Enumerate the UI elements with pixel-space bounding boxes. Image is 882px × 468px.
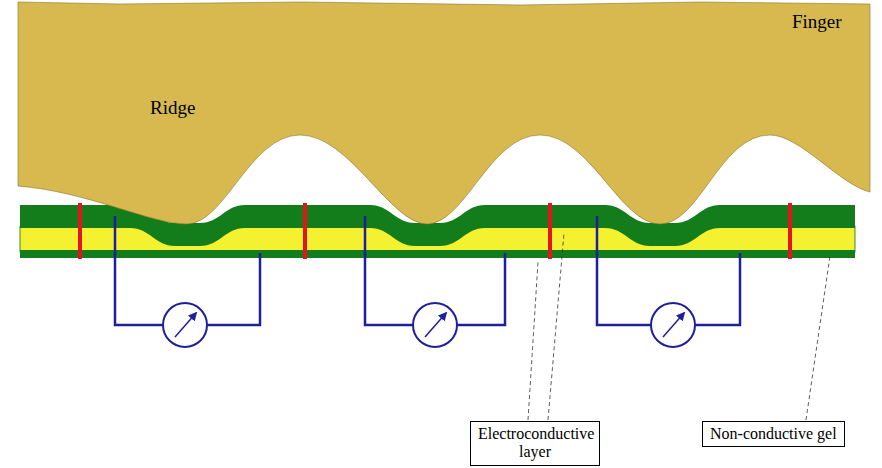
callout-text: Electroconductive layer [478,425,592,462]
separator-bar [548,203,552,259]
callout-box: Non-conductive gel [702,421,845,447]
meter-symbol [651,303,695,347]
separators [78,203,792,259]
meter-arrow [663,313,684,337]
bottom-conductive-layer [20,250,855,258]
part-label: Finger [792,12,842,33]
callout-box: Electroconductive layer [470,421,600,466]
leader-line [806,256,830,420]
separator-bar [78,203,82,259]
meters [163,303,695,347]
meter-symbol [413,303,457,347]
leader-line [548,233,564,420]
separator-bar [788,203,792,259]
callout-text: Non-conductive gel [710,425,837,443]
meter-symbol [163,303,207,347]
leader-lines [528,233,830,420]
leader-line [528,262,538,420]
finger-shape [18,2,870,224]
meter-arrow [425,313,446,337]
feature-label: Ridge [150,98,195,119]
meter-arrow [175,313,196,337]
separator-bar [303,203,307,259]
